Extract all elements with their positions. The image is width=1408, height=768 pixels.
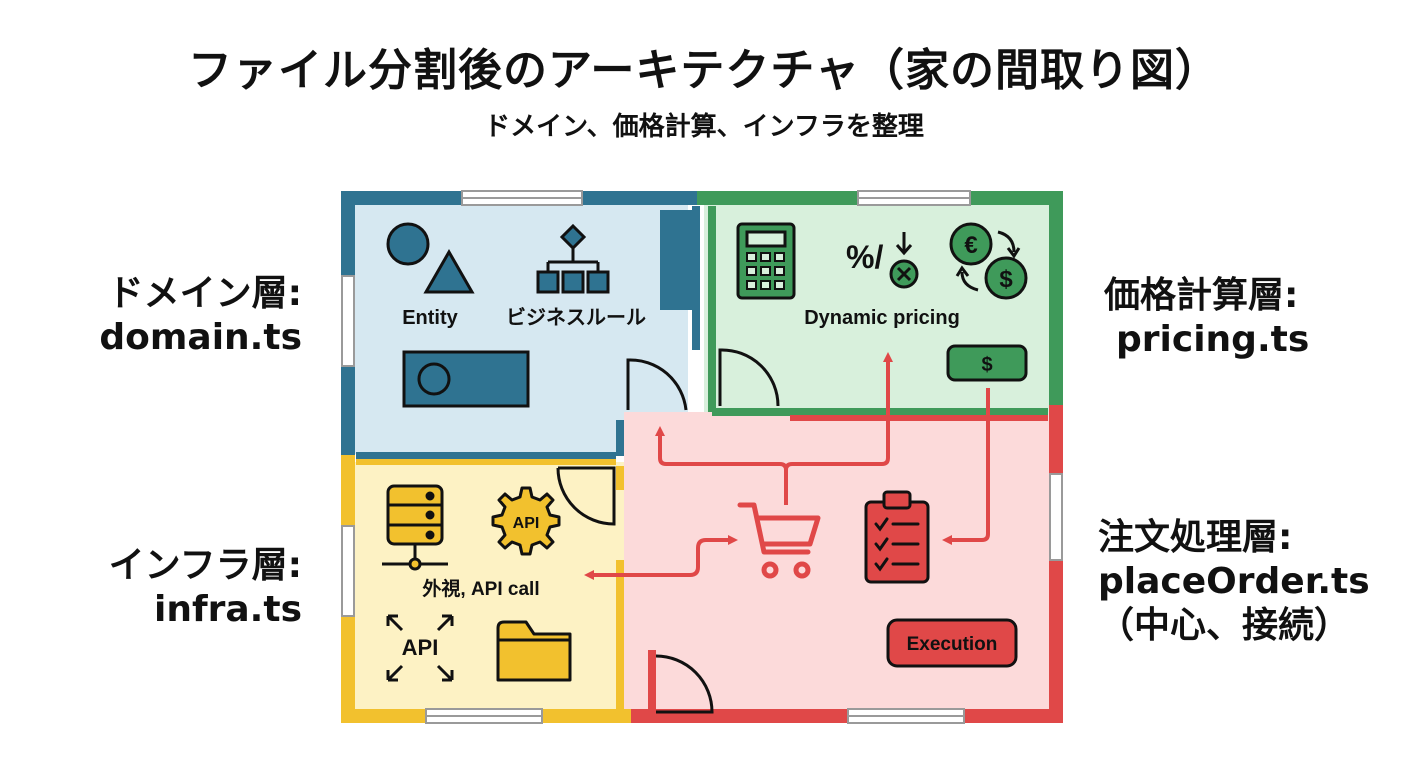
execution-label: Execution xyxy=(907,634,998,655)
order-layer-file: placeOrder.ts xyxy=(1098,561,1370,602)
clipboard-checklist-icon xyxy=(864,490,930,584)
order-layer-note: （中心、接続） xyxy=(1098,605,1351,646)
api-gear-icon: API xyxy=(491,486,561,556)
euro-symbol: € xyxy=(964,232,977,259)
business-rule-label: ビジネスルール xyxy=(506,306,646,329)
cart-to-pricing-arrow xyxy=(784,352,893,471)
pricing-layer-title: 価格計算層: xyxy=(1104,275,1299,316)
execution-badge: Execution xyxy=(886,618,1018,668)
doors xyxy=(556,348,780,714)
triangle-shape-icon xyxy=(423,248,475,294)
dynamic-pricing-label: Dynamic pricing xyxy=(804,307,960,329)
gear-api-label: API xyxy=(513,515,540,532)
percent-symbol: %/ xyxy=(846,239,883,275)
domain-cabinet xyxy=(660,210,692,310)
domain-layer-title: ドメイン層: xyxy=(107,273,302,314)
page-subtitle: ドメイン、価格計算、インフラを整理 xyxy=(484,112,924,142)
price-tag-icon: $ xyxy=(946,344,1028,382)
folder-icon xyxy=(496,620,572,682)
domain-layer-file: domain.ts xyxy=(99,317,302,358)
windows xyxy=(341,190,1063,724)
infra-layer-label: インフラ層: infra.ts xyxy=(40,544,302,632)
order-room xyxy=(624,412,1056,716)
page-title: ファイル分割後のアーキテクチャ（家の間取り図） xyxy=(188,45,1220,96)
api-expand-icon: API xyxy=(386,614,454,682)
entity-label: Entity xyxy=(402,307,458,329)
price-to-order-arrow xyxy=(942,388,990,545)
connection-arrows xyxy=(584,352,990,580)
database-icon xyxy=(382,484,448,571)
pricing-layer-label: 価格計算層: pricing.ts xyxy=(1104,274,1394,362)
flowchart-icon xyxy=(536,223,610,294)
pricing-layer-file: pricing.ts xyxy=(1116,319,1310,360)
price-tag-symbol: $ xyxy=(981,354,992,376)
infra-layer-title: インフラ層: xyxy=(108,545,302,586)
infra-to-cart-arrow xyxy=(584,535,738,580)
external-api-call-label: 外視, API call xyxy=(422,577,539,600)
domain-layer-label: ドメイン層: domain.ts xyxy=(40,272,302,360)
interior-walls xyxy=(356,206,1048,710)
infra-layer-file: infra.ts xyxy=(154,589,302,630)
dollar-symbol: $ xyxy=(999,266,1013,293)
circle-shape-icon xyxy=(386,222,430,266)
order-layer-title: 注文処理層: xyxy=(1098,517,1293,558)
api-label: API xyxy=(402,635,439,660)
shopping-cart-icon xyxy=(737,502,821,579)
id-card-icon xyxy=(402,350,530,408)
calculator-icon xyxy=(736,222,796,300)
currency-exchange-icon: € $ xyxy=(949,222,1028,300)
discount-icon: %/ xyxy=(846,232,919,289)
order-layer-label: 注文処理層: placeOrder.ts （中心、接続） xyxy=(1098,516,1398,648)
